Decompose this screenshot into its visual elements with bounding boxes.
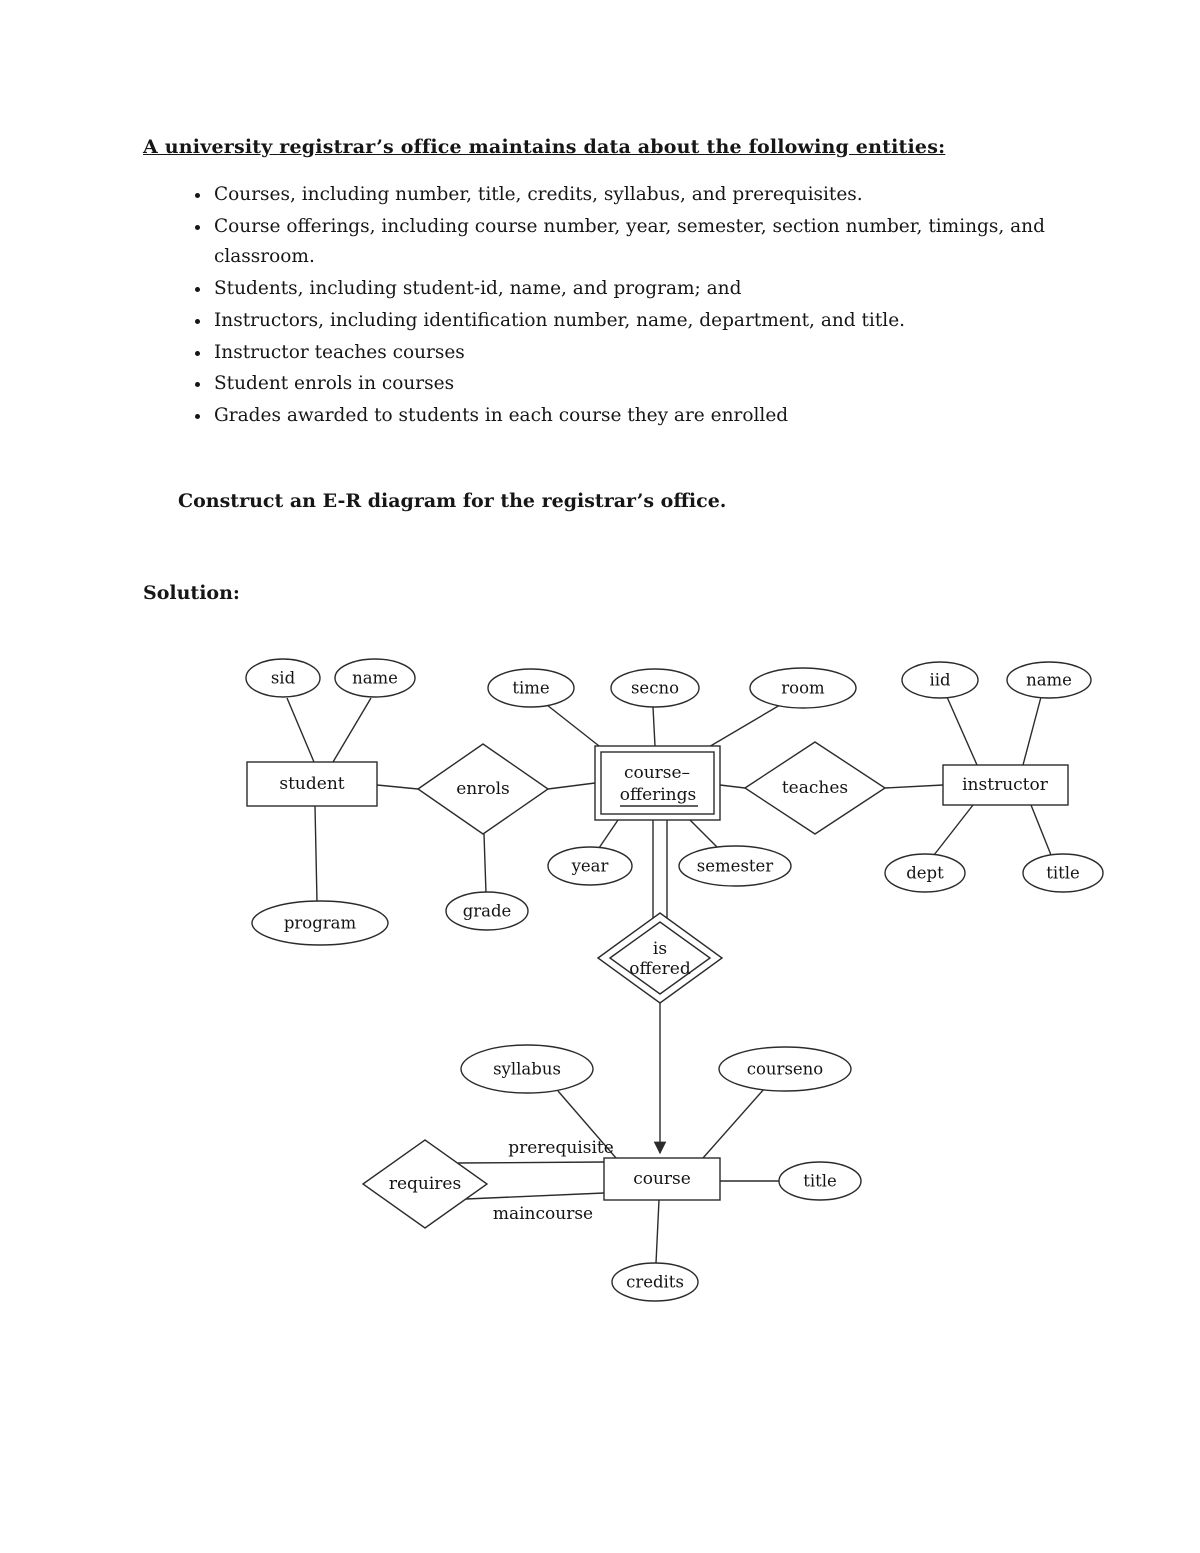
edge-course-offerings-teaches [719,784,746,789]
relationship-teaches-label: teaches [782,778,848,798]
diagram-attributes: sid name time secno room iid name year s… [245,658,1104,1302]
attribute-instructor-title-label: title [1046,864,1080,883]
relationship-requires [361,1139,489,1229]
attribute-student-name-label: name [352,669,398,688]
attribute-instructor-title [1022,853,1104,893]
relationship-is-offered-inner [608,921,712,995]
relationship-is-offered-label-line1: is [653,939,667,959]
attribute-student-name [334,658,416,698]
attribute-semester-label: semester [697,857,774,876]
attribute-syllabus [460,1044,594,1094]
diagram-edges [286,696,1052,1264]
entity-student-label: student [279,774,344,794]
edge-year-course-offerings [598,819,619,849]
edge-dept-instructor [933,804,974,856]
entity-instructor-label: instructor [962,775,1049,795]
attribute-room-label: room [781,679,825,698]
entity-course-offerings-label-line1: course– [624,763,690,783]
attribute-dept [884,853,966,893]
attribute-time [487,668,575,708]
attribute-instructor-name [1006,661,1092,699]
attribute-semester [678,845,792,887]
attribute-courseno-label: courseno [747,1060,824,1079]
entity-course [603,1157,721,1201]
bullet-teaches: Instructor teaches courses [212,338,1088,369]
entity-course-label: course [633,1169,691,1189]
attribute-grade-label: grade [463,902,512,921]
attribute-program [251,900,389,946]
edge-iid-instructor [946,696,978,766]
edge-student-enrols [376,784,419,790]
attribute-year-label: year [571,857,609,876]
edge-enrols-grade [483,833,487,894]
relationship-is-offered-label-line2: offered [629,959,691,979]
diagram-relationships: enrols teaches is offered requires [361,741,887,1229]
attribute-grade [445,891,529,931]
bullet-courses: Courses, including number, title, credit… [212,180,1088,211]
document-title: A university registrar’s office maintain… [143,136,946,158]
edge-requires-course-maincourse [465,1192,605,1200]
entity-student [246,761,378,807]
diagram-entities: student course– offerings instructor cou… [246,745,1069,1201]
entity-instructor [942,764,1069,806]
solution-label: Solution: [143,582,240,604]
relationship-requires-label: requires [389,1174,461,1194]
edge-label-prerequisite: prerequisite [508,1138,614,1158]
edge-time-course-offerings [546,704,609,754]
edge-title-instructor [1030,804,1052,856]
relationship-teaches [743,741,887,835]
edge-semester-course-offerings [689,819,718,848]
attribute-secno [610,668,700,708]
attribute-credits-label: credits [626,1273,684,1292]
edge-enrols-course-offerings [547,782,596,790]
edge-course-credits [655,1199,660,1264]
entity-bullet-list: Courses, including number, title, credit… [172,180,1088,433]
attribute-instructor-name-label: name [1026,671,1072,690]
bullet-enrols: Student enrols in courses [212,369,1088,400]
er-diagram: sid name time secno room iid name year s… [245,658,1104,1302]
attribute-dept-label: dept [906,864,944,883]
bullet-course-offerings: Course offerings, including course numbe… [212,212,1088,273]
bullet-instructors: Instructors, including identification nu… [212,306,1088,337]
instruction-text: Construct an E-R diagram for the registr… [178,490,727,512]
attribute-room [749,667,857,709]
attribute-year [547,846,633,886]
edge-name-student [332,697,372,763]
attribute-course-title [778,1161,862,1201]
edge-name-instructor [1022,696,1042,766]
edge-syllabus-course [557,1090,617,1159]
entity-course-offerings-label-line2: offerings [620,785,697,805]
edge-student-program [314,805,318,903]
edge-room-course-offerings [701,704,781,752]
edge-courseno-course [702,1088,765,1159]
attribute-credits [611,1262,699,1302]
attribute-time-label: time [512,679,549,698]
edge-label-maincourse: maincourse [493,1204,593,1224]
attribute-syllabus-label: syllabus [493,1060,561,1079]
attribute-secno-label: secno [631,679,679,698]
relationship-enrols-label: enrols [456,779,510,799]
attribute-course-title-label: title [803,1172,837,1191]
edge-sid-student [286,697,315,763]
edge-teaches-instructor [884,784,944,789]
bullet-grades: Grades awarded to students in each cours… [212,401,1088,432]
bullet-students: Students, including student-id, name, an… [212,274,1088,305]
attribute-iid [901,661,979,699]
entity-course-offerings-inner [600,751,715,815]
edge-requires-course-prerequisite [457,1161,605,1164]
edge-secno-course-offerings [652,706,656,747]
attribute-program-label: program [284,914,357,933]
relationship-enrols [416,743,550,835]
attribute-courseno [718,1046,852,1092]
diagram-edge-labels: prerequisite maincourse [493,1138,614,1224]
attribute-sid [245,658,321,698]
attribute-sid-label: sid [271,669,296,688]
attribute-iid-label: iid [929,671,951,690]
